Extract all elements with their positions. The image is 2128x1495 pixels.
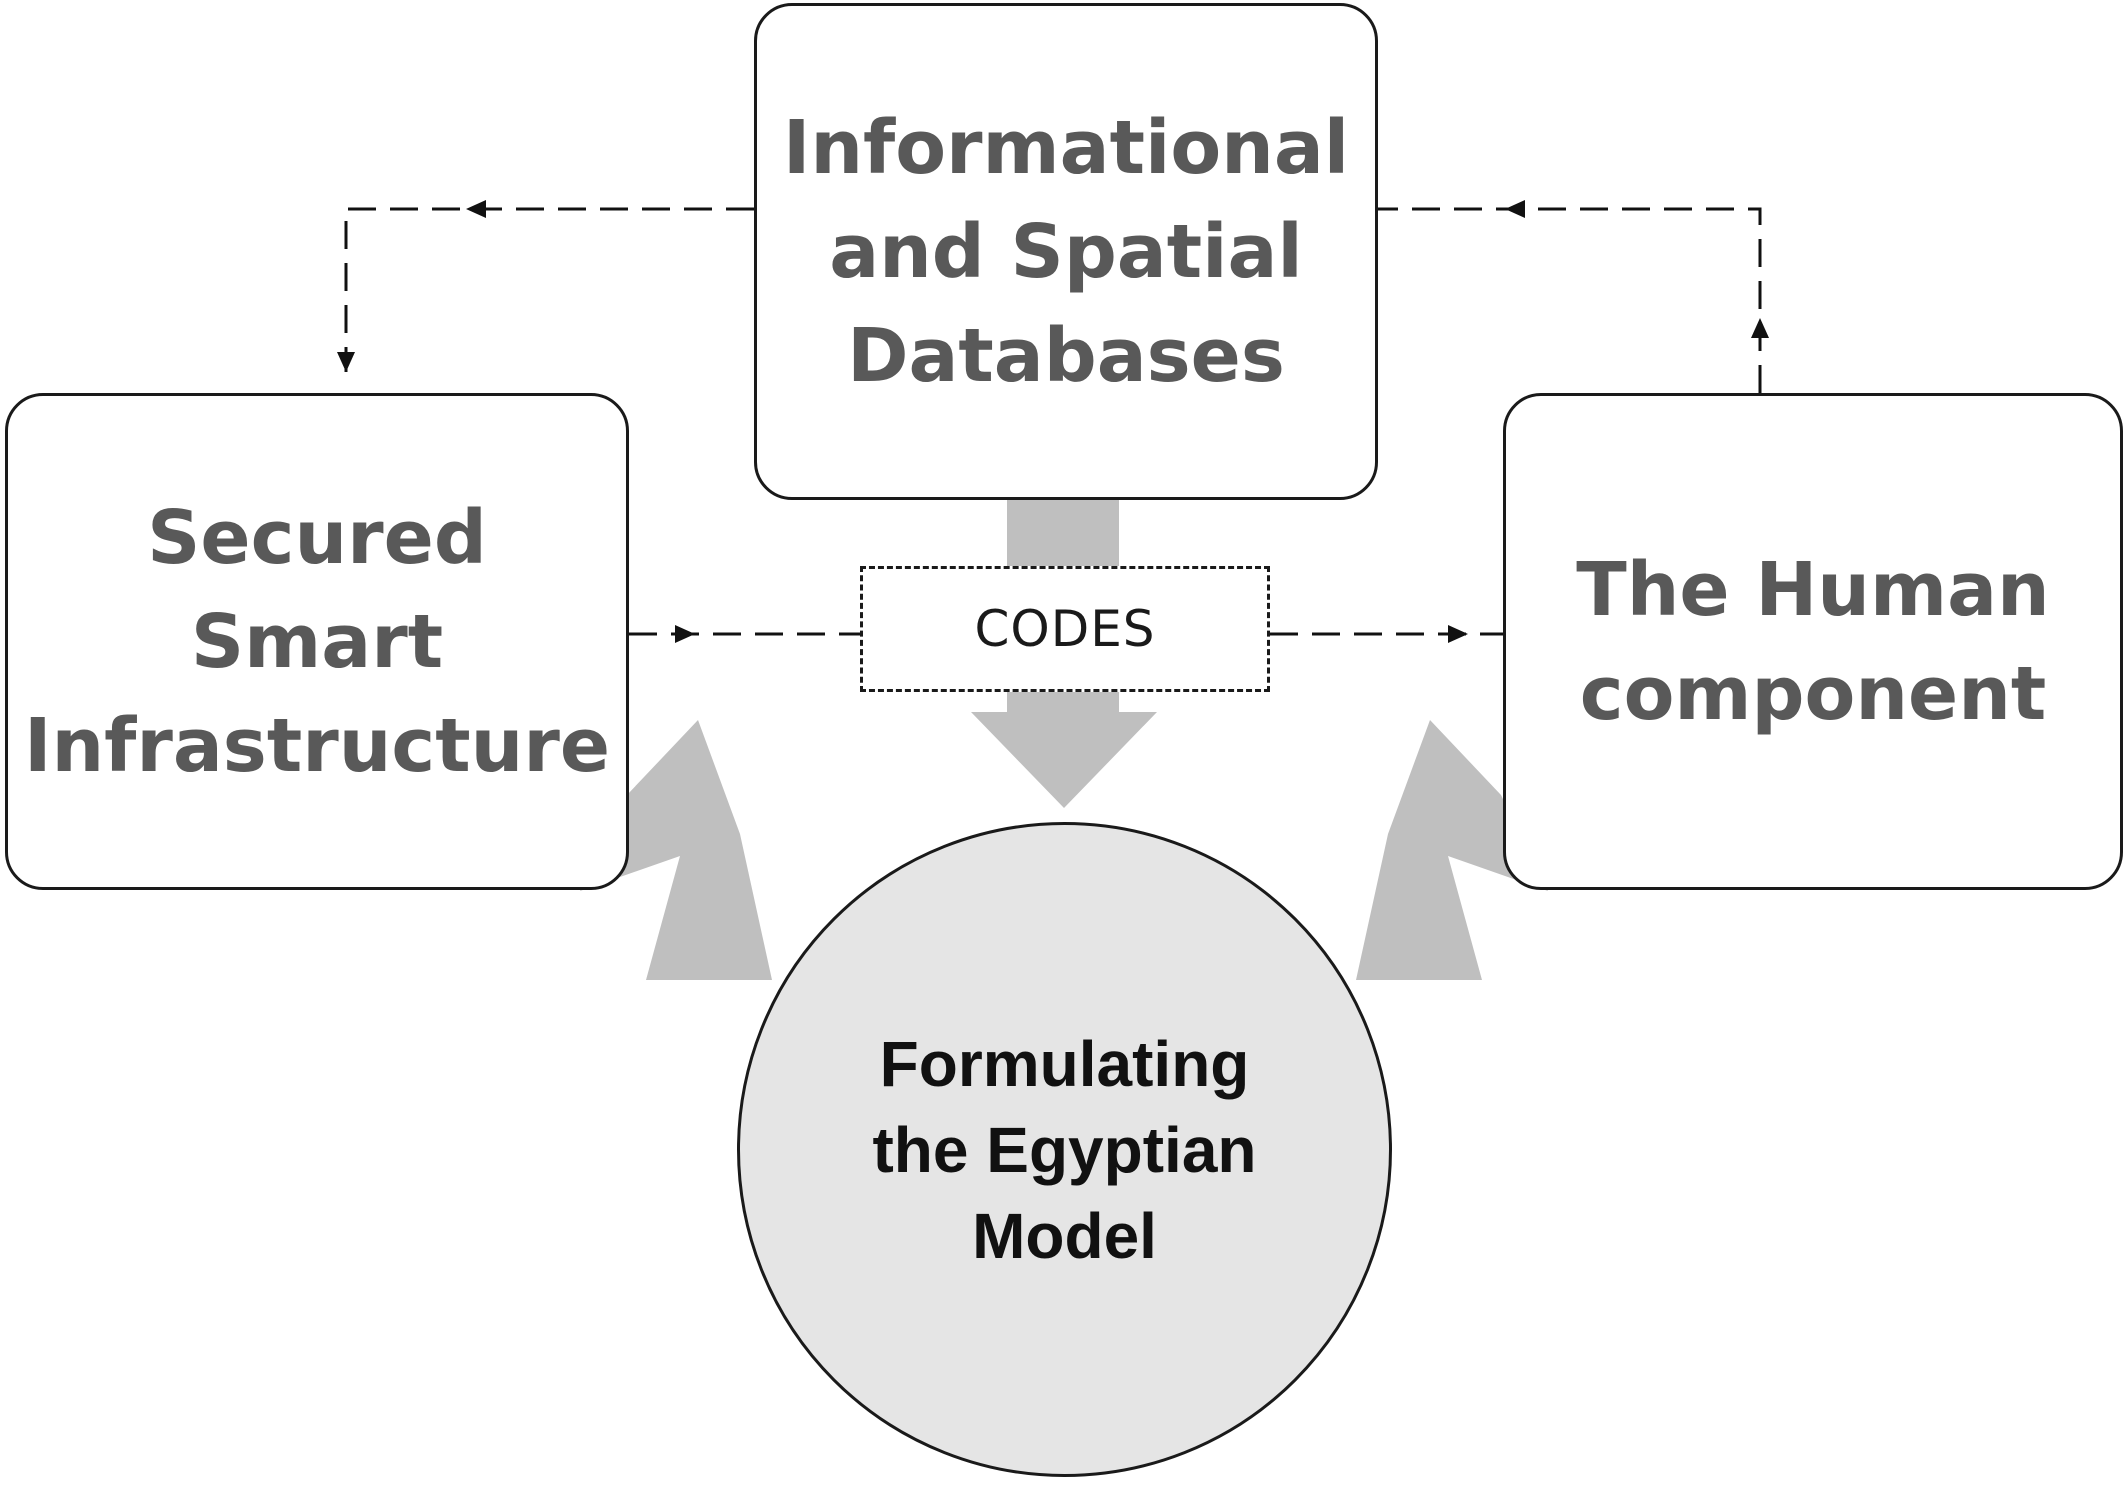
arrow-human-to-model (1356, 720, 1548, 980)
arrow-infrastructure-to-model (580, 720, 772, 980)
node-databases-label: Informational and Spatial Databases (782, 104, 1350, 399)
node-databases: Informational and Spatial Databases (754, 3, 1378, 500)
node-infrastructure-label: Secured Smart Infrastructure (23, 494, 611, 789)
node-model-label: Formulating the Egyptian Model (872, 1027, 1257, 1272)
connector-databases-to-infrastructure (344, 207, 754, 372)
node-infrastructure: Secured Smart Infrastructure (5, 393, 629, 890)
node-human: The Human component (1503, 393, 2123, 890)
codes-label: CODES (974, 600, 1156, 658)
node-model: Formulating the Egyptian Model (737, 822, 1392, 1477)
arrowhead-down-pointing (337, 352, 355, 372)
arrowhead-up-pointing (1751, 318, 1769, 338)
arrowhead-right-pointing-right (1448, 625, 1468, 643)
arrowhead-left-pointing-top (466, 200, 486, 218)
connector-human-to-databases (1378, 207, 1762, 393)
arrowhead-left-pointing-top-right (1505, 200, 1525, 218)
node-human-label: The Human component (1576, 546, 2050, 737)
arrowhead-right-pointing-left (675, 625, 695, 643)
connector-arrowheads (337, 200, 1769, 643)
codes-box: CODES (860, 566, 1270, 692)
